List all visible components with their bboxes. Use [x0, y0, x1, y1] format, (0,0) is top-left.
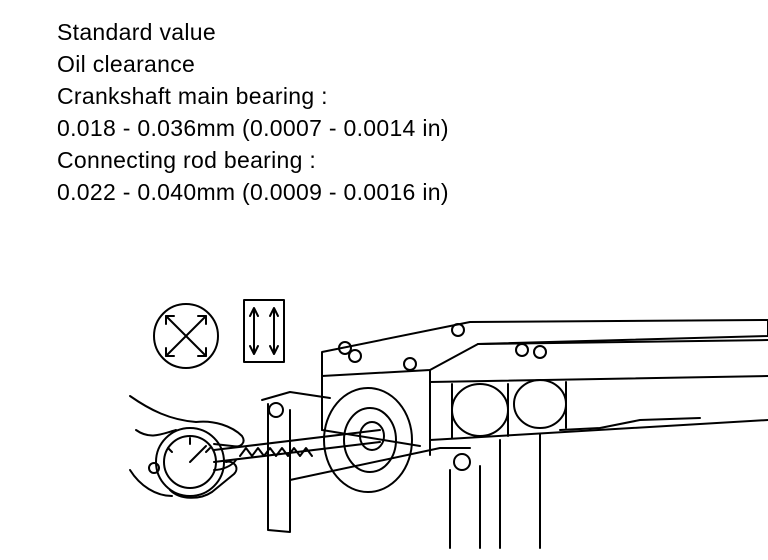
hand — [129, 395, 245, 499]
engine-stand — [261, 391, 701, 549]
oil-clearance-label: Oil clearance — [57, 51, 196, 77]
main-bearing-value: 0.018 - 0.036mm (0.0007 - 0.0014 in) — [57, 115, 449, 141]
rod-bearing-value: 0.022 - 0.040mm (0.0009 - 0.0016 in) — [57, 179, 449, 205]
dial-indicator — [148, 427, 225, 497]
spec-text-block: Standard value Oil clearance Crankshaft … — [57, 16, 449, 208]
main-bearing-label: Crankshaft main bearing : — [57, 83, 328, 109]
rod-bearing-label: Connecting rod bearing : — [57, 147, 317, 173]
engine-block — [321, 319, 768, 493]
diagonal-measure-icon — [153, 303, 219, 369]
vertical-measure-icon — [243, 299, 285, 363]
bore-gauge-rod — [213, 429, 381, 463]
spec-heading: Standard value — [57, 19, 216, 45]
